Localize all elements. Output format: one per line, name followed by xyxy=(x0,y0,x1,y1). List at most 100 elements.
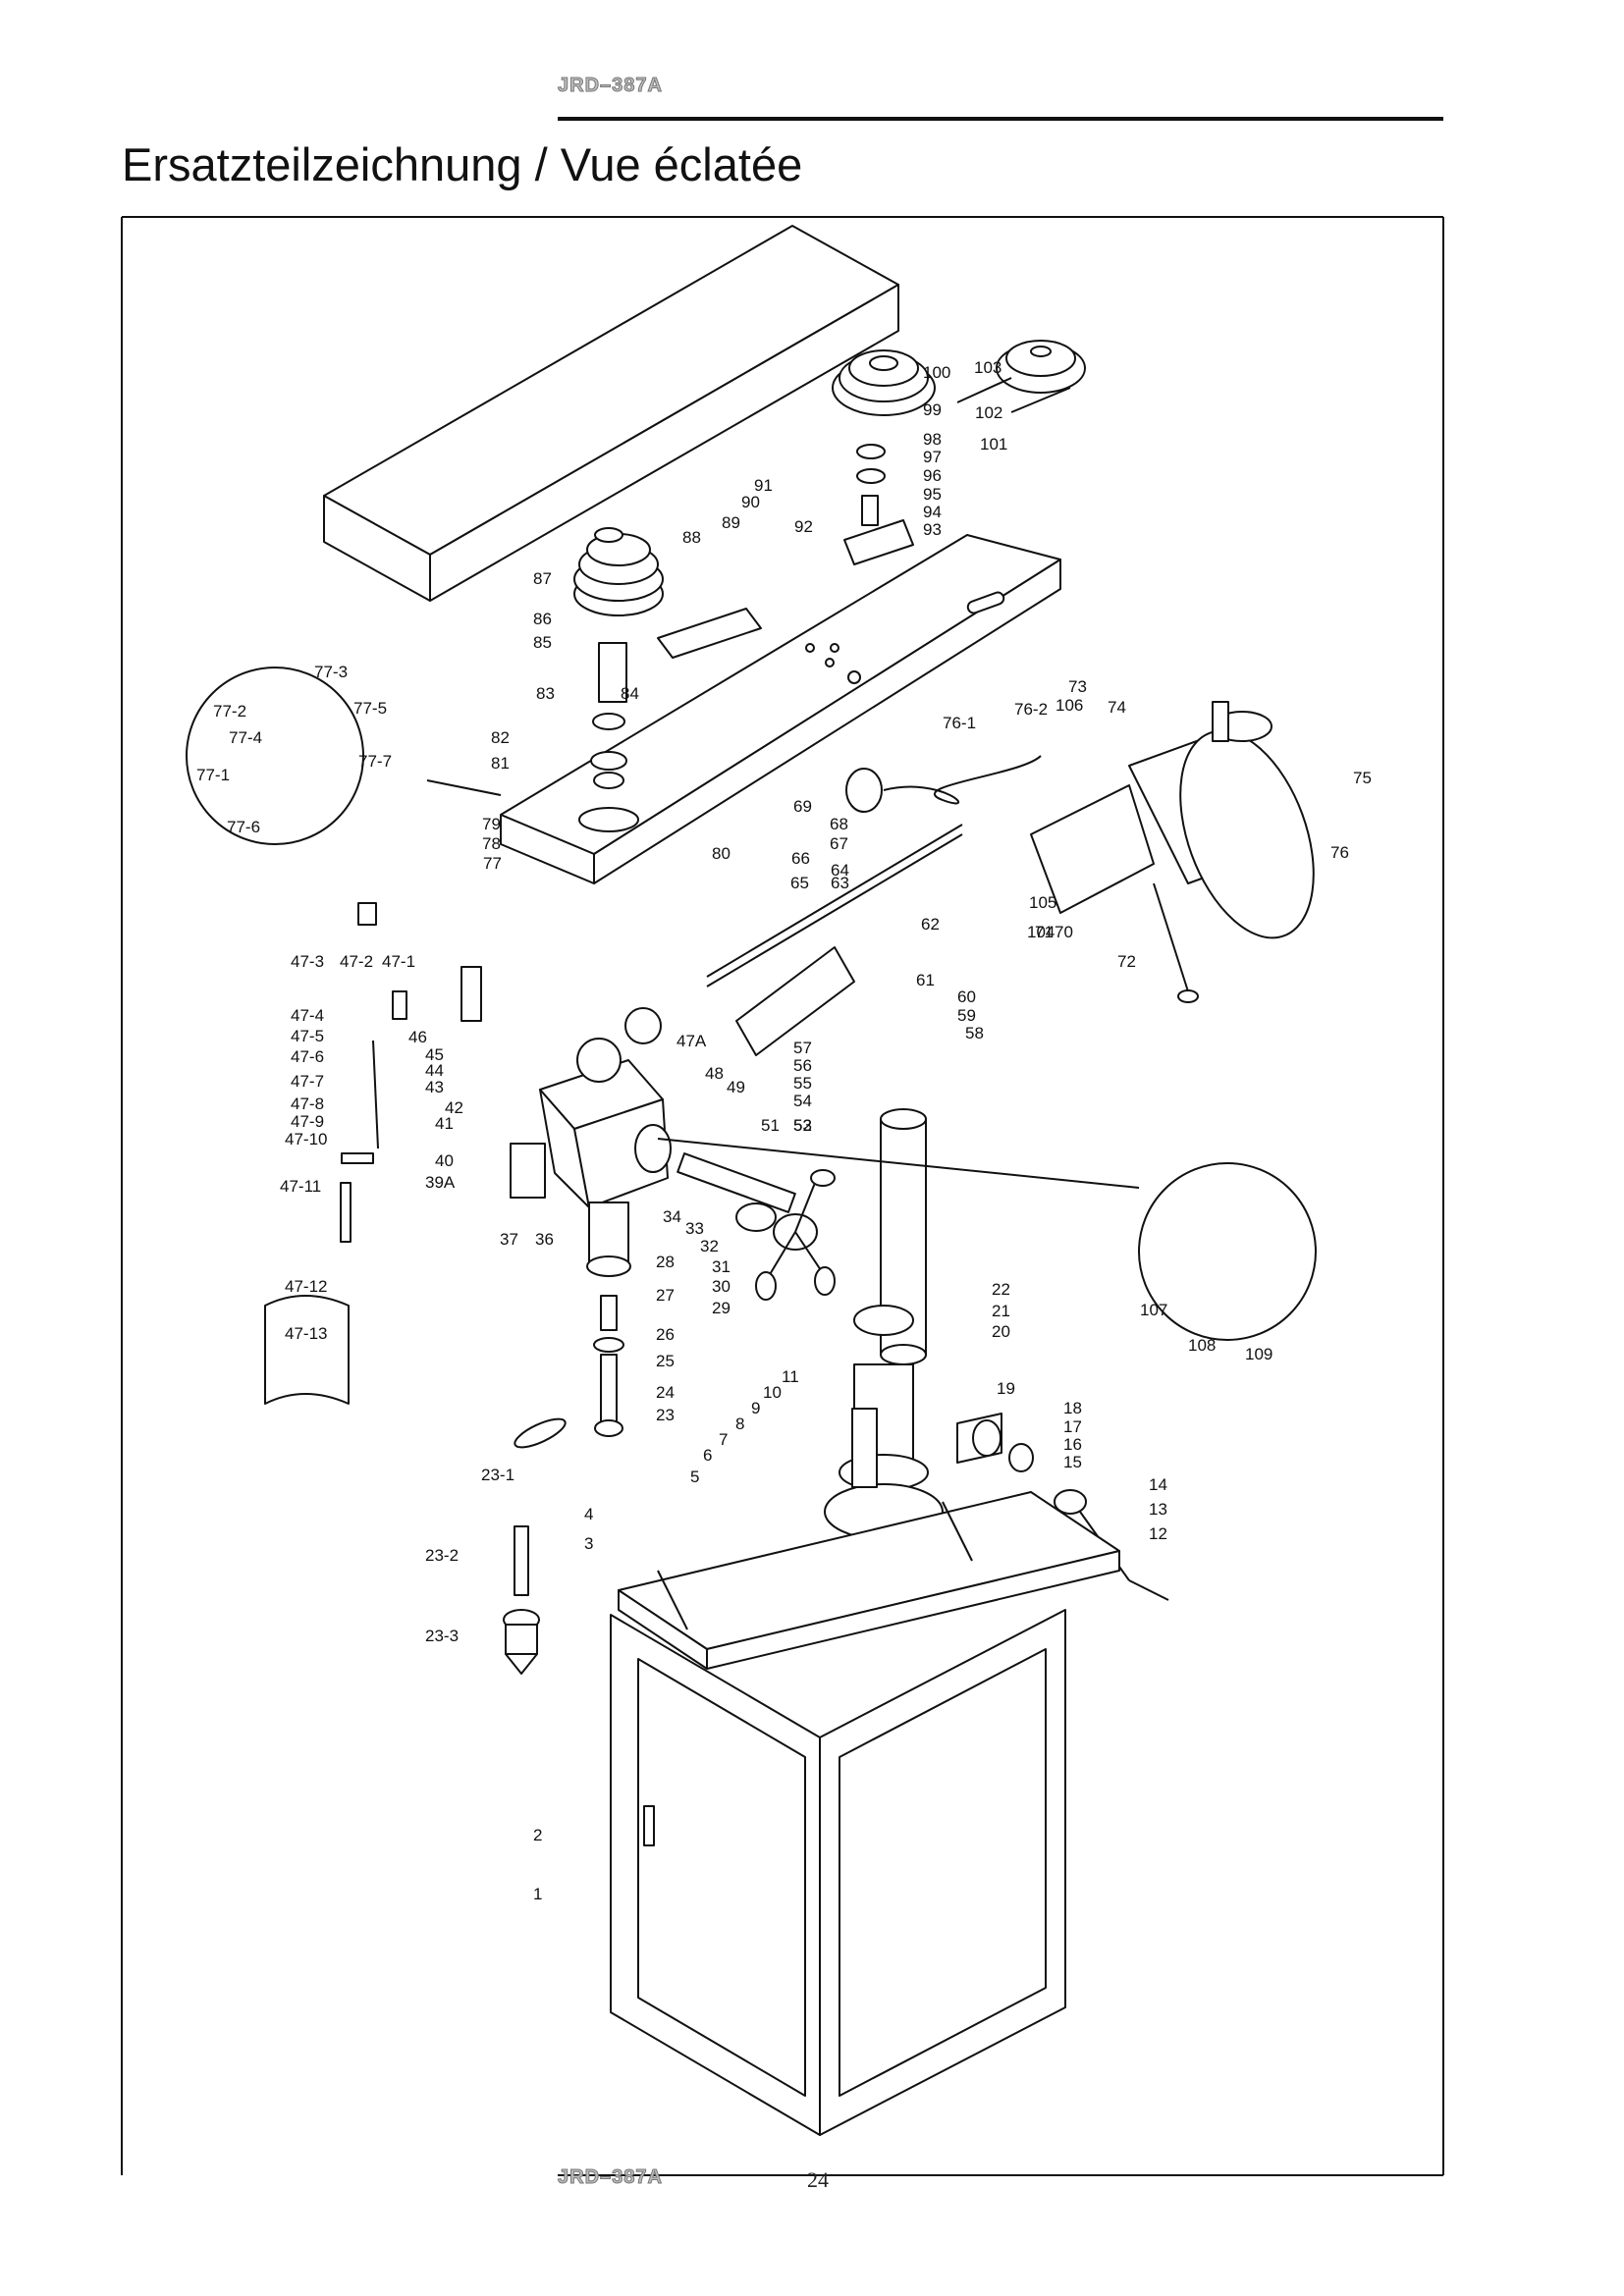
callout: 77-4 xyxy=(229,728,262,747)
footer-model: JRD–387A xyxy=(558,2166,663,2189)
callout: 11 xyxy=(782,1367,799,1386)
callout: 82 xyxy=(491,728,510,747)
callout: 52 xyxy=(793,1116,812,1135)
callout: 70 xyxy=(1055,923,1073,941)
callout: 47-4 xyxy=(291,1006,324,1025)
callout: 23-2 xyxy=(425,1546,459,1565)
callout: 21 xyxy=(992,1302,1010,1320)
callout: 87 xyxy=(533,569,552,588)
callout: 17 xyxy=(1063,1417,1082,1436)
callout: 84 xyxy=(621,684,639,703)
callout: 81 xyxy=(491,754,510,773)
callout: 76-1 xyxy=(943,714,976,732)
callout: 34 xyxy=(663,1207,681,1226)
callout: 107 xyxy=(1140,1301,1167,1319)
callout: 23 xyxy=(656,1406,675,1424)
callout: 47-9 xyxy=(291,1112,324,1131)
callout: 32 xyxy=(700,1237,719,1255)
spindle-pulley xyxy=(573,527,762,789)
callout: 6 xyxy=(703,1446,712,1465)
callout: 109 xyxy=(1245,1345,1272,1363)
callout: 77-3 xyxy=(314,663,348,681)
callout: 16 xyxy=(1063,1435,1082,1454)
callout: 61 xyxy=(916,971,935,989)
callout: 68 xyxy=(830,815,848,833)
callout: 74 xyxy=(1108,698,1126,717)
callout: 45 xyxy=(425,1045,444,1064)
callout: 96 xyxy=(923,466,942,485)
callout: 39A xyxy=(425,1173,456,1192)
callout: 7 xyxy=(719,1430,728,1449)
callout: 47-2 xyxy=(340,952,373,971)
callout: 106 xyxy=(1056,696,1083,715)
callout: 92 xyxy=(794,517,813,536)
callout: 67 xyxy=(830,834,848,853)
callout: 95 xyxy=(923,485,942,504)
connector-detail-circle xyxy=(1138,1162,1317,1341)
switch-detail-circle xyxy=(186,667,364,845)
callout: 33 xyxy=(685,1219,704,1238)
callout: 47-7 xyxy=(291,1072,324,1091)
callout: 25 xyxy=(656,1352,675,1370)
callout: 90 xyxy=(741,493,760,511)
callout: 26 xyxy=(656,1325,675,1344)
callout: 42 xyxy=(445,1098,463,1117)
callout: 28 xyxy=(656,1253,675,1271)
callout: 100 xyxy=(923,363,950,382)
callout: 77 xyxy=(483,854,502,873)
callout: 104 xyxy=(1027,923,1055,941)
callout: 55 xyxy=(793,1074,812,1093)
callout: 47-3 xyxy=(291,952,324,971)
callout: 101 xyxy=(980,435,1007,454)
callout: 23-1 xyxy=(481,1466,514,1484)
callout: 19 xyxy=(997,1379,1015,1398)
head-casting xyxy=(510,1007,672,1437)
motor xyxy=(1030,701,1315,1003)
callout: 20 xyxy=(992,1322,1010,1341)
top-cover-box xyxy=(323,225,899,602)
callout: 86 xyxy=(533,610,552,628)
callout: 76 xyxy=(1330,843,1349,862)
callout: 76-2 xyxy=(1014,700,1048,719)
callout: 24 xyxy=(656,1383,675,1402)
callout: 22 xyxy=(992,1280,1010,1299)
callout: 105 xyxy=(1029,893,1056,912)
callout: 40 xyxy=(435,1151,454,1170)
motor-pulley xyxy=(832,340,1086,565)
callout: 14 xyxy=(1149,1475,1167,1494)
callout: 41 xyxy=(435,1114,454,1133)
feed-handles xyxy=(677,1152,836,1301)
callout: 77-6 xyxy=(227,818,260,836)
callout: 66 xyxy=(791,849,810,868)
callout: 77-5 xyxy=(353,699,387,718)
chuck xyxy=(503,1417,567,1675)
callout: 98 xyxy=(923,430,942,449)
callout: 2 xyxy=(533,1826,542,1844)
callout: 65 xyxy=(790,874,809,892)
callout: 58 xyxy=(965,1024,984,1042)
callout: 47-10 xyxy=(285,1130,327,1148)
callout: 18 xyxy=(1063,1399,1082,1417)
callout: 69 xyxy=(793,797,812,816)
callout: 47-8 xyxy=(291,1095,324,1113)
exploded-view-drawing: 1 2 3 4 5 6 7 8 9 10 11 12 13 14 15 16 1… xyxy=(121,216,1444,2176)
callout: 102 xyxy=(975,403,1002,422)
callout: 78 xyxy=(482,834,501,853)
callout: 46 xyxy=(408,1028,427,1046)
callout: 27 xyxy=(656,1286,675,1305)
page-number: 24 xyxy=(807,2167,829,2192)
callout: 8 xyxy=(735,1415,744,1433)
callout: 5 xyxy=(690,1468,699,1486)
belt-guard-tray xyxy=(500,534,1061,884)
callout: 108 xyxy=(1188,1336,1216,1355)
callout: 51 xyxy=(761,1116,780,1135)
callout: 47-6 xyxy=(291,1047,324,1066)
callout: 62 xyxy=(921,915,940,934)
callout: 49 xyxy=(727,1078,745,1096)
callout: 13 xyxy=(1149,1500,1167,1519)
callout: 94 xyxy=(923,503,942,521)
callout: 31 xyxy=(712,1257,731,1276)
callout: 57 xyxy=(793,1039,812,1057)
callout: 9 xyxy=(751,1399,760,1417)
callout: 99 xyxy=(923,400,942,419)
